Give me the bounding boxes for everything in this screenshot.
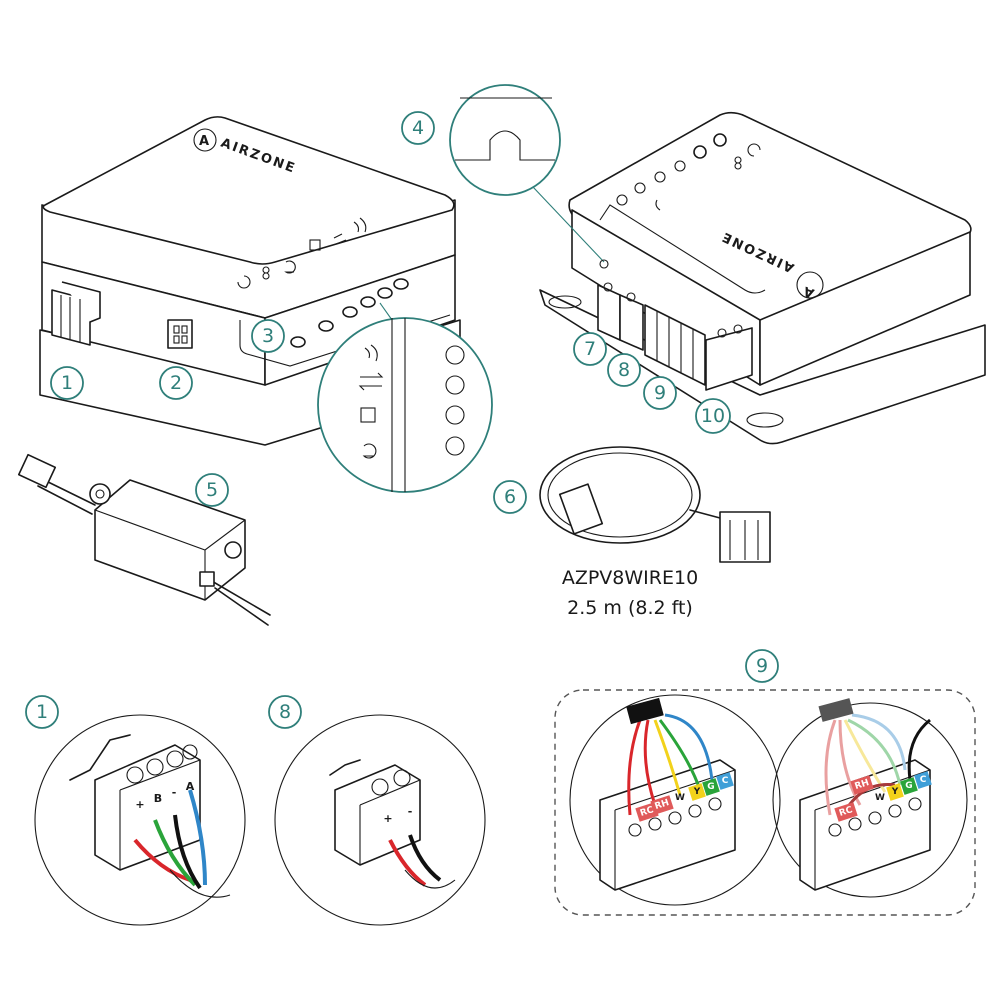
svg-text:10: 10 — [701, 405, 725, 427]
svg-text:9: 9 — [756, 655, 768, 677]
svg-text:RC: RC — [838, 805, 854, 819]
callout-3: 3 — [251, 319, 285, 353]
svg-text:Y: Y — [693, 787, 701, 797]
led-row-rear — [616, 133, 761, 211]
svg-text:A: A — [186, 780, 195, 793]
svg-text:-: - — [172, 786, 177, 799]
terminal-diagram-b: RC RH W Y G C — [772, 698, 968, 898]
svg-text:C: C — [722, 776, 729, 786]
cable-azpv8wire10 — [539, 446, 771, 563]
svg-text:+: + — [135, 798, 144, 811]
led-zoom-callout — [317, 302, 493, 493]
link-icon — [262, 266, 270, 280]
terminal-diagram-a: RC RH W Y G C — [569, 694, 781, 906]
wifi-icon — [364, 344, 378, 362]
device-rear-view: A AIRZONE — [539, 111, 986, 445]
svg-text:8: 8 — [279, 701, 291, 723]
svg-text:9: 9 — [654, 382, 666, 404]
detail-callout-1: 1 — [25, 695, 59, 729]
power-plug-icon — [284, 260, 296, 274]
power-adapter — [17, 453, 271, 626]
svg-text:G: G — [707, 782, 714, 792]
svg-text:B: B — [154, 792, 162, 805]
led-row-front — [290, 278, 409, 348]
detail-4pin-wiring: + B - A — [34, 714, 246, 926]
chip-icon — [309, 239, 321, 251]
power-plug-icon — [362, 443, 377, 459]
svg-text:1: 1 — [36, 701, 48, 723]
svg-text:A: A — [199, 134, 211, 149]
callout-7: 7 — [573, 332, 607, 366]
svg-text:6: 6 — [504, 486, 516, 508]
terminal-block-rear — [597, 282, 753, 391]
svg-text:+: + — [383, 812, 392, 825]
svg-text:8: 8 — [618, 359, 630, 381]
cable-length-label: 2.5 m (8.2 ft) — [567, 597, 693, 619]
callout-4: 4 — [401, 111, 435, 145]
cable-model-label: AZPV8WIRE10 — [562, 567, 698, 589]
svg-text:1: 1 — [61, 372, 73, 394]
callout-1: 1 — [50, 366, 84, 400]
push-button — [290, 336, 306, 348]
svg-text:2: 2 — [170, 372, 182, 394]
svg-text:W: W — [675, 793, 685, 803]
power-socket-front — [167, 319, 193, 349]
svg-text:G: G — [905, 781, 912, 791]
callout-8: 8 — [607, 353, 641, 387]
svg-text:7: 7 — [584, 338, 596, 360]
detail-9-wiring-panel: RC RH W Y G C — [554, 689, 976, 916]
reset-icon — [747, 143, 761, 157]
svg-text:A: A — [800, 282, 816, 300]
exchange-arrows-icon — [333, 233, 347, 245]
chip-icon — [360, 407, 376, 423]
svg-text:-: - — [408, 805, 413, 818]
svg-text:W: W — [875, 793, 885, 803]
callout-10: 10 — [695, 398, 731, 434]
svg-text:4: 4 — [412, 117, 424, 139]
svg-text:RH: RH — [854, 778, 871, 792]
exchange-arrows-icon — [358, 372, 384, 391]
wifi-icon — [353, 217, 367, 233]
terminal-4pin-front — [51, 281, 101, 346]
push-button — [693, 145, 707, 159]
svg-text:3: 3 — [262, 325, 274, 347]
svg-text:C: C — [920, 775, 927, 785]
svg-text:RC: RC — [639, 805, 655, 819]
antenna-zoom-callout — [449, 84, 609, 269]
callout-2: 2 — [159, 366, 193, 400]
link-icon — [734, 156, 742, 170]
callout-9: 9 — [643, 376, 677, 410]
wifi-icon — [655, 199, 661, 211]
detail-callout-8: 8 — [268, 695, 302, 729]
callout-6: 6 — [493, 480, 527, 514]
svg-text:RH: RH — [654, 798, 671, 812]
status-icons-front — [237, 217, 367, 289]
callout-5: 5 — [195, 473, 229, 507]
detail-2pin-wiring: + - — [274, 714, 486, 926]
svg-text:5: 5 — [206, 479, 218, 501]
detail-callout-9: 9 — [745, 649, 779, 683]
svg-text:Y: Y — [891, 787, 899, 797]
reset-icon — [237, 275, 251, 289]
